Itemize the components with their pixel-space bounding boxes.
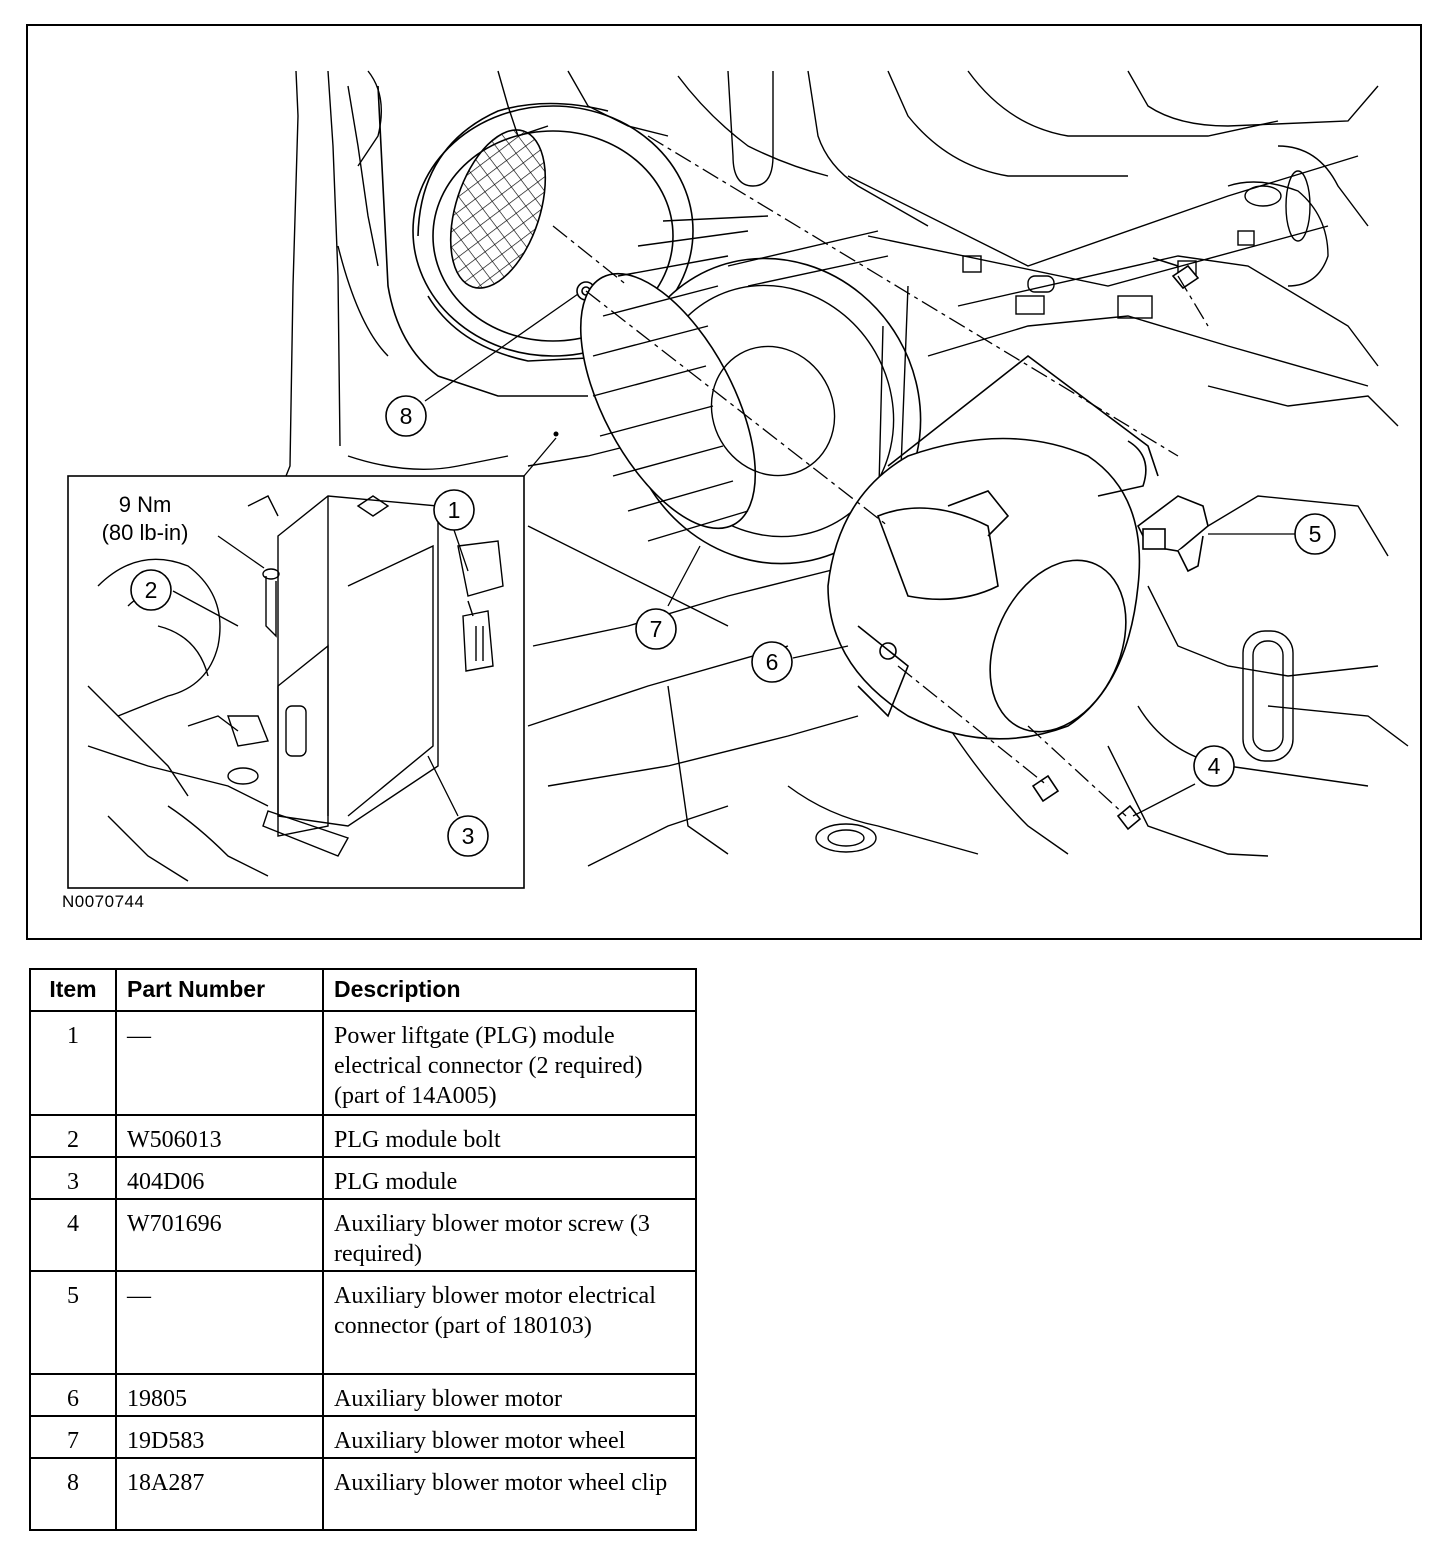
svg-text:6: 6 [766,649,779,675]
header-description: Description [322,968,697,1012]
part-number-cell: 19D583 [115,1415,324,1459]
item-cell: 3 [29,1156,117,1200]
torque-spec: 9 Nm (80 lb-in) [102,492,189,545]
alignment-lines [552,135,1209,817]
callout-5: 5 [1294,513,1336,555]
callout-6: 6 [751,641,793,683]
table-header-row: Item Part Number Description [29,968,697,1012]
callouts: 1 2 3 4 5 6 7 [130,395,1336,857]
callout-8: 8 [385,395,427,437]
table-row: 7 19D583 Auxiliary blower motor wheel [29,1415,697,1459]
fasteners [1031,257,1200,831]
background-structure [285,70,1409,867]
description-cell: Power liftgate (PLG) module electrical c… [322,1010,697,1116]
svg-text:2: 2 [145,577,158,603]
table-row: 5 — Auxiliary blower motor electrical co… [29,1270,697,1375]
figure-id: N0070744 [62,892,145,911]
description-cell: Auxiliary blower motor wheel clip [322,1457,697,1531]
description-cell: PLG module [322,1156,697,1200]
svg-text:5: 5 [1309,521,1322,547]
blower-motor [827,354,1159,740]
svg-text:7: 7 [650,616,663,642]
part-number-cell: — [115,1270,324,1375]
part-number-cell: — [115,1010,324,1116]
callout-leaders [172,293,1295,817]
item-cell: 7 [29,1415,117,1459]
torque-value: 9 Nm [119,492,172,517]
part-number-cell: W701696 [115,1198,324,1272]
description-cell: PLG module bolt [322,1114,697,1158]
svg-text:8: 8 [400,403,413,429]
callout-4: 4 [1193,745,1235,787]
part-number-cell: 18A287 [115,1457,324,1531]
item-cell: 8 [29,1457,117,1531]
callout-2: 2 [130,569,172,611]
blower-housing [377,85,694,397]
motor-electrical-connector [1136,495,1209,573]
table-row: 1 — Power liftgate (PLG) module electric… [29,1010,697,1116]
description-cell: Auxiliary blower motor wheel [322,1415,697,1459]
item-cell: 6 [29,1373,117,1417]
description-cell: Auxiliary blower motor [322,1373,697,1417]
item-cell: 2 [29,1114,117,1158]
item-cell: 4 [29,1198,117,1272]
svg-text:1: 1 [448,497,461,523]
description-cell: Auxiliary blower motor electrical connec… [322,1270,697,1375]
part-number-cell: 19805 [115,1373,324,1417]
inset-detail [67,431,559,889]
svg-text:3: 3 [462,823,475,849]
item-cell: 5 [29,1270,117,1375]
table-row: 8 18A287 Auxiliary blower motor wheel cl… [29,1457,697,1531]
torque-imperial: (80 lb-in) [102,520,189,545]
svg-text:4: 4 [1208,753,1221,779]
table-row: 4 W701696 Auxiliary blower motor screw (… [29,1198,697,1272]
exploded-view-illustration: 1 2 3 4 5 6 7 [67,70,1409,889]
table-row: 3 404D06 PLG module [29,1156,697,1200]
parts-table: Item Part Number Description 1 — Power l… [29,968,697,1531]
header-part-number: Part Number [115,968,324,1012]
part-number-cell: 404D06 [115,1156,324,1200]
part-number-cell: W506013 [115,1114,324,1158]
description-cell: Auxiliary blower motor screw (3 required… [322,1198,697,1272]
table-row: 2 W506013 PLG module bolt [29,1114,697,1158]
callout-7: 7 [635,608,677,650]
callout-1: 1 [433,489,475,531]
figure-frame: 1 2 3 4 5 6 7 [26,24,1422,940]
header-item: Item [29,968,117,1012]
housing-screen-mesh [449,129,547,289]
item-cell: 1 [29,1010,117,1116]
callout-3: 3 [447,815,489,857]
table-row: 6 19805 Auxiliary blower motor [29,1373,697,1417]
